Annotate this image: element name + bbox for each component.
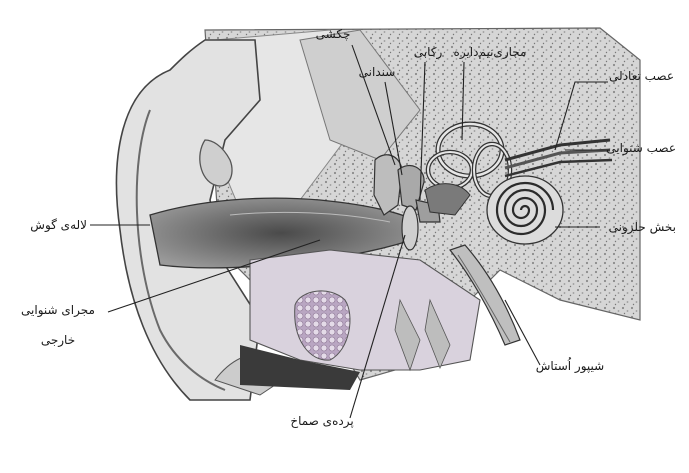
- label-semicircular-canals: مجاری‌نیم‌دایره: [454, 45, 527, 60]
- label-pinna: لاله‌ی گوش: [30, 218, 87, 233]
- label-ear-canal-line1: مجرای شنوایی: [21, 303, 95, 318]
- label-incus: سندانی: [359, 65, 396, 79]
- label-cochlear-nerve: عصب شنوایی: [606, 141, 676, 156]
- label-cochlea: بخش حلزونی: [609, 220, 676, 235]
- cochlea-shape: [487, 176, 563, 244]
- eardrum-shape: [402, 206, 418, 250]
- label-eardrum: پرده‌ی صماخ: [290, 414, 353, 429]
- label-ear-canal-line2: خارجی: [41, 333, 75, 348]
- label-eustachian-tube: شیپور اُستاش: [536, 356, 604, 374]
- label-stapes: رکابی: [414, 45, 443, 60]
- label-vestibular-nerve: عصب تعادلی: [609, 69, 674, 83]
- label-malleus: چکشی: [316, 27, 351, 41]
